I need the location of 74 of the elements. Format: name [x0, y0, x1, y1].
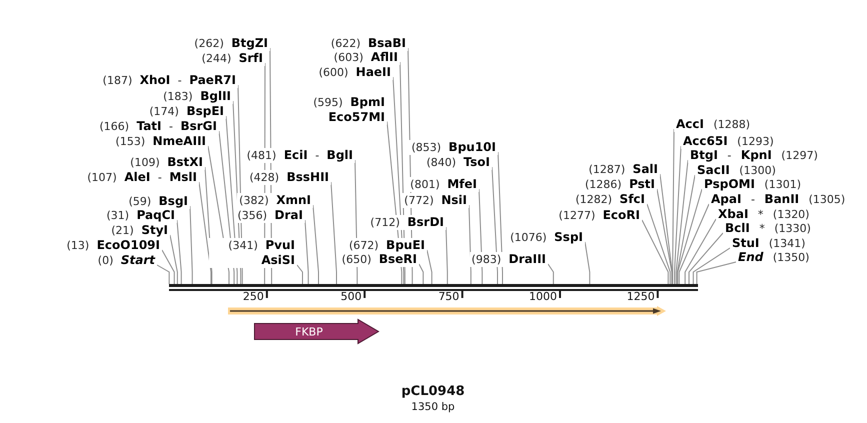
site-label: StuI (1341)	[730, 236, 808, 251]
leader-line	[677, 188, 702, 284]
site-label: (341) PvuI AsiSI	[209, 238, 297, 268]
site-label: (1277) EcoRI	[556, 208, 642, 223]
leader-line	[646, 204, 671, 284]
leader-line	[674, 146, 682, 284]
scale-label: 250	[242, 291, 264, 303]
site-label: (650) BseRI	[340, 252, 419, 267]
site-label: (622) BsaBI	[328, 36, 408, 51]
site-label: (1286) PstI	[582, 177, 657, 192]
site-label: (183) BglII	[161, 89, 233, 104]
site-label: (712) BsrDI	[368, 215, 446, 230]
sequence-length: 1350 bp	[411, 400, 455, 414]
site-label: (174) BspEI	[147, 104, 226, 119]
site-label: (1287) SalI	[586, 162, 660, 177]
leader-line	[672, 128, 674, 284]
leader-line	[684, 218, 716, 284]
leader-line	[678, 204, 710, 284]
site-label: BclI* (1330)	[723, 221, 813, 236]
leader-line	[156, 264, 170, 284]
site-label: Acc65I (1293)	[681, 134, 776, 149]
site-label: (983) DraIII	[470, 252, 548, 267]
site-label: (840) TsoI	[424, 155, 492, 170]
dna-backbone	[169, 284, 698, 291]
site-label: (0) Start	[96, 253, 157, 268]
site-label: (1076) SspI	[508, 230, 585, 245]
leader-line	[296, 264, 303, 284]
leader-line	[426, 250, 432, 284]
site-label: (356) DraI	[235, 208, 305, 223]
site-label: (603) AflII	[332, 50, 400, 65]
site-label: (153) NmeAIII	[114, 134, 208, 149]
leader-line	[418, 264, 424, 284]
leader-line	[548, 264, 554, 284]
leader-line	[692, 248, 730, 284]
site-label: (109) BstXI	[128, 155, 205, 170]
site-label: (21) StyI	[109, 223, 170, 238]
scale-label: 1250	[626, 291, 655, 303]
site-label: AccI (1288)	[674, 117, 752, 132]
site-label: (481) EciI - BglI	[244, 148, 355, 163]
site-label: PspOMI (1301)	[702, 177, 804, 192]
site-label: (801) MfeI	[408, 177, 479, 192]
site-label: (672) BpuEI	[346, 238, 427, 253]
site-label: End (1350)	[736, 250, 812, 265]
feature-label: FKBP	[295, 325, 323, 338]
site-label: (428) BssHII	[248, 170, 331, 185]
site-label: (59) BsgI	[126, 194, 190, 209]
site-label: (166) TatI - BsrGI	[97, 119, 219, 134]
leader-line	[696, 262, 736, 284]
site-label: (262) BtgZI	[192, 36, 270, 51]
site-label: (600) HaeII	[316, 65, 393, 80]
scale-label: 500	[340, 291, 362, 303]
site-label: (31) PaqCI	[104, 208, 177, 223]
site-label: (13) EcoO109I	[64, 238, 162, 253]
site-label: (1282) SfcI	[573, 192, 647, 207]
leader-line	[688, 232, 724, 284]
site-label: (244) SrfI	[200, 51, 265, 66]
site-label: ApaI - BanII (1305)	[709, 192, 848, 207]
site-label: XbaI* (1320)	[716, 207, 812, 222]
scale-label: 1000	[529, 291, 557, 303]
leader-line	[162, 250, 175, 284]
site-label: (382) XmnI	[237, 193, 313, 208]
site-label: (853) Bpu10I	[409, 140, 498, 155]
site-label: (107) AleI - MslI	[85, 170, 199, 185]
site-label: (187) XhoI - PaeR7I	[100, 73, 238, 88]
reading-frame-bar	[228, 306, 666, 316]
site-label: SacII (1300)	[695, 163, 778, 178]
map-title: pCL0948	[401, 384, 465, 399]
leader-line	[676, 160, 688, 284]
gene-feature	[254, 319, 379, 344]
site-label: BtgI - KpnI (1297)	[688, 148, 820, 163]
scale-label: 750	[438, 291, 460, 303]
leader-line	[170, 234, 178, 284]
leader-line	[642, 220, 669, 284]
site-label: (772) NsiI	[402, 193, 469, 208]
